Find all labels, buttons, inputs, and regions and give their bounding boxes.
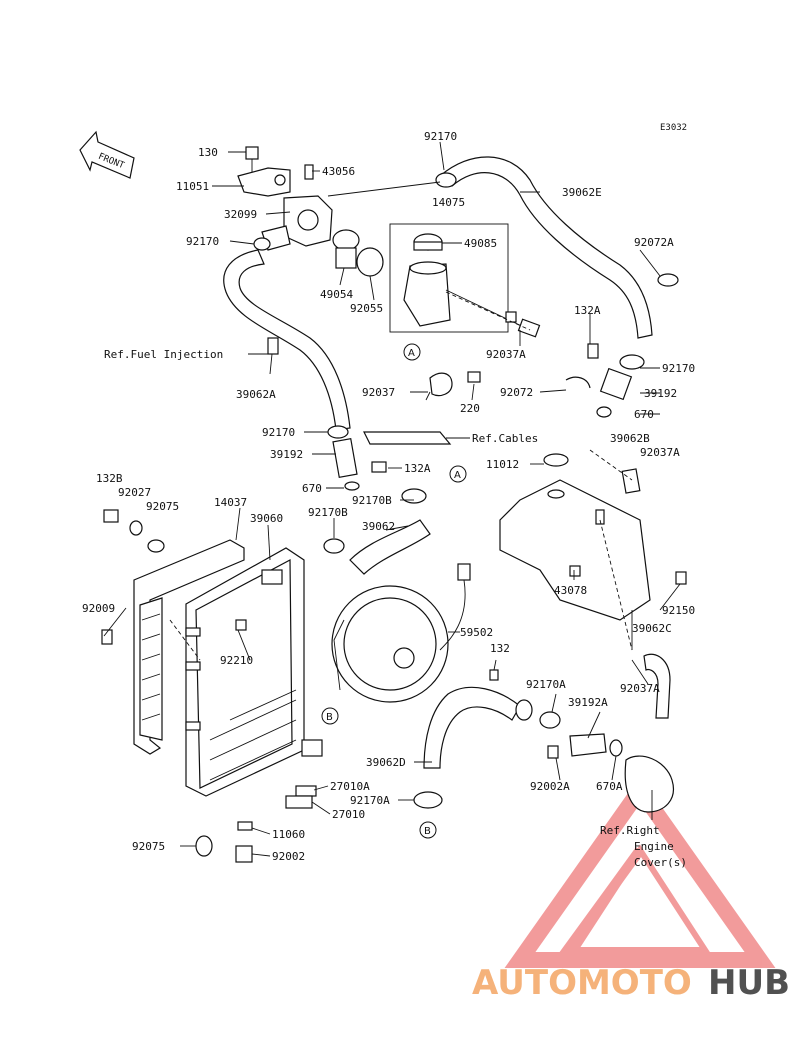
svg-text:A: A — [454, 470, 461, 481]
ref-right-engine-cover-1: Ref.Right — [600, 824, 660, 837]
watermark-text: AUTOMOTO HUB — [472, 963, 790, 1003]
label-92037: 92037 — [362, 386, 395, 399]
svg-text:B: B — [424, 826, 431, 837]
joint-39192-right — [587, 343, 645, 418]
hose-39062 — [349, 519, 431, 575]
clamp-14075 — [435, 172, 457, 188]
label-39192-left: 39192 — [270, 448, 303, 461]
label-11012: 11012 — [486, 458, 519, 471]
label-92210: 92210 — [220, 654, 253, 667]
sensor-fuel-injection — [267, 337, 279, 355]
part-labels: 130 43056 11051 32099 92170 92170 14075 … — [82, 130, 695, 863]
label-39062d: 39062D — [366, 756, 406, 769]
label-220: 220 — [460, 402, 480, 415]
ref-right-engine-cover-2: Engine — [634, 840, 674, 853]
label-11051: 11051 — [176, 180, 209, 193]
connector-b-lower: B — [419, 821, 437, 839]
label-92009: 92009 — [82, 602, 115, 615]
label-92072a: 92072A — [634, 236, 674, 249]
label-132a-top: 132A — [574, 304, 601, 317]
watermark-stroke — [555, 847, 645, 963]
label-39192-right: 39192 — [644, 387, 677, 400]
watermark-part1: AUTOMOTO — [472, 963, 692, 1003]
label-670a: 670A — [596, 780, 623, 793]
label-32099: 32099 — [224, 208, 257, 221]
label-39060: 39060 — [250, 512, 283, 525]
watermark-logo — [504, 776, 776, 968]
radiator-fittings-bottom — [101, 509, 443, 863]
reservoir-tank — [499, 453, 687, 719]
label-59502: 59502 — [460, 626, 493, 639]
thermostat-housing — [237, 146, 384, 277]
hose-39062e — [439, 156, 653, 339]
label-132b: 132B — [96, 472, 123, 485]
label-92170a-low: 92170A — [350, 794, 390, 807]
label-11060: 11060 — [272, 828, 305, 841]
label-132: 132 — [490, 642, 510, 655]
label-43078: 43078 — [554, 584, 587, 597]
label-130: 130 — [198, 146, 218, 159]
label-670-right: 670 — [634, 408, 654, 421]
clamp-92072a — [657, 273, 679, 287]
label-92170-a: 92170 — [186, 235, 219, 248]
label-132a-mid: 132A — [404, 462, 431, 475]
ref-cables: Ref.Cables — [472, 432, 538, 445]
radiator — [185, 547, 323, 797]
label-92002a: 92002A — [530, 780, 570, 793]
label-92150: 92150 — [662, 604, 695, 617]
connector-b-upper: B — [321, 707, 339, 725]
label-92170-top: 92170 — [424, 130, 457, 143]
label-92170b-b: 92170B — [308, 506, 348, 519]
label-92170b-a: 92170B — [352, 494, 392, 507]
label-670-left: 670 — [302, 482, 322, 495]
label-14037: 14037 — [214, 496, 247, 509]
radiator-shroud — [133, 539, 245, 755]
label-92027: 92027 — [118, 486, 151, 499]
connector-a-upper: A — [403, 343, 421, 361]
watermark-triangle-outer — [504, 776, 776, 968]
label-92055: 92055 — [350, 302, 383, 315]
connector-a-lower: A — [449, 465, 467, 483]
label-92170-left: 92170 — [262, 426, 295, 439]
leader-lines — [103, 141, 681, 857]
label-92170-right: 92170 — [662, 362, 695, 375]
label-39062c: 39062C — [632, 622, 672, 635]
label-92002: 92002 — [272, 850, 305, 863]
reference-labels: Ref.Fuel Injection Ref.Cables Ref.Right … — [104, 348, 687, 869]
label-14075: 14075 — [432, 196, 465, 209]
engine-cover-fitting — [624, 755, 674, 813]
label-39062a: 39062A — [236, 388, 276, 401]
label-39062: 39062 — [362, 520, 395, 533]
label-92075-top: 92075 — [146, 500, 179, 513]
hose-39062a — [223, 249, 351, 431]
fittings-middle — [332, 371, 591, 504]
filler-neck — [389, 223, 541, 338]
label-92037a-right: 92037A — [640, 446, 680, 459]
label-49085: 49085 — [464, 237, 497, 250]
label-92170a: 92170A — [526, 678, 566, 691]
hose-39062d — [423, 686, 521, 769]
ref-fuel-injection: Ref.Fuel Injection — [104, 348, 223, 361]
label-92037a-mid: 92037A — [486, 348, 526, 361]
diagram-code: E3032 — [660, 123, 687, 133]
label-92037a-low: 92037A — [620, 682, 660, 695]
svg-text:B: B — [326, 712, 333, 723]
label-49054: 49054 — [320, 288, 353, 301]
label-39062e: 39062E — [562, 186, 602, 199]
fan-assembly — [331, 563, 499, 703]
label-92072: 92072 — [500, 386, 533, 399]
label-27010a: 27010A — [330, 780, 370, 793]
label-43056: 43056 — [322, 165, 355, 178]
label-92075-low: 92075 — [132, 840, 165, 853]
watermark-part2: HUB — [708, 963, 790, 1003]
svg-text:A: A — [408, 348, 415, 359]
front-arrow-icon: FRONT — [79, 130, 135, 179]
label-39192a: 39192A — [568, 696, 608, 709]
label-27010: 27010 — [332, 808, 365, 821]
label-39062b: 39062B — [610, 432, 650, 445]
ref-right-engine-cover-3: Cover(s) — [634, 856, 687, 869]
